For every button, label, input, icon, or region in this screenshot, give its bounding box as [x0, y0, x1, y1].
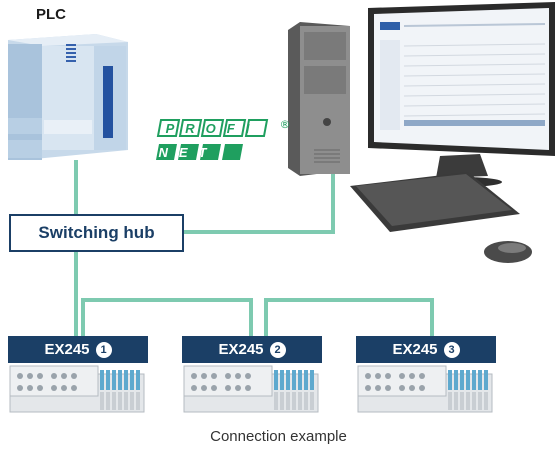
hub-pc-cable	[184, 172, 335, 234]
ex1-ex2-cable	[81, 298, 253, 336]
mouse	[484, 241, 532, 263]
net-text: NET	[159, 145, 218, 160]
module-name: EX245	[392, 341, 438, 358]
io-unit-1	[9, 365, 145, 413]
registered-mark: ®	[280, 118, 291, 131]
module-number-badge: 1	[95, 341, 112, 358]
ex245-module-1: EX245 1	[8, 336, 148, 363]
profi-letter-boxes	[156, 119, 269, 137]
plc-unit	[8, 34, 128, 160]
module-number-badge: 3	[443, 341, 460, 358]
profinet-logo: PROFI NET ®	[156, 118, 291, 160]
module-name: EX245	[218, 341, 264, 358]
net-letter-boxes	[156, 144, 243, 160]
keyboard	[350, 172, 520, 232]
plc-label: PLC	[36, 6, 66, 23]
switching-hub-box: Switching hub	[9, 214, 184, 252]
module-name: EX245	[44, 341, 90, 358]
ex245-module-2: EX245 2	[182, 336, 322, 363]
switching-hub-label: Switching hub	[38, 223, 155, 242]
module-number-badge: 2	[269, 341, 286, 358]
plc-stripe	[103, 66, 113, 138]
ex2-ex3-cable	[264, 298, 434, 336]
profi-text: PROFI	[166, 121, 261, 136]
ethernet-cables	[74, 160, 434, 336]
io-unit-3	[357, 365, 493, 413]
pc-monitor	[368, 2, 555, 187]
plc-vent	[66, 44, 76, 62]
ex245-module-3: EX245 3	[356, 336, 496, 363]
caption: Connection example	[210, 428, 347, 445]
io-unit-2	[183, 365, 319, 413]
pc-tower	[288, 22, 350, 176]
